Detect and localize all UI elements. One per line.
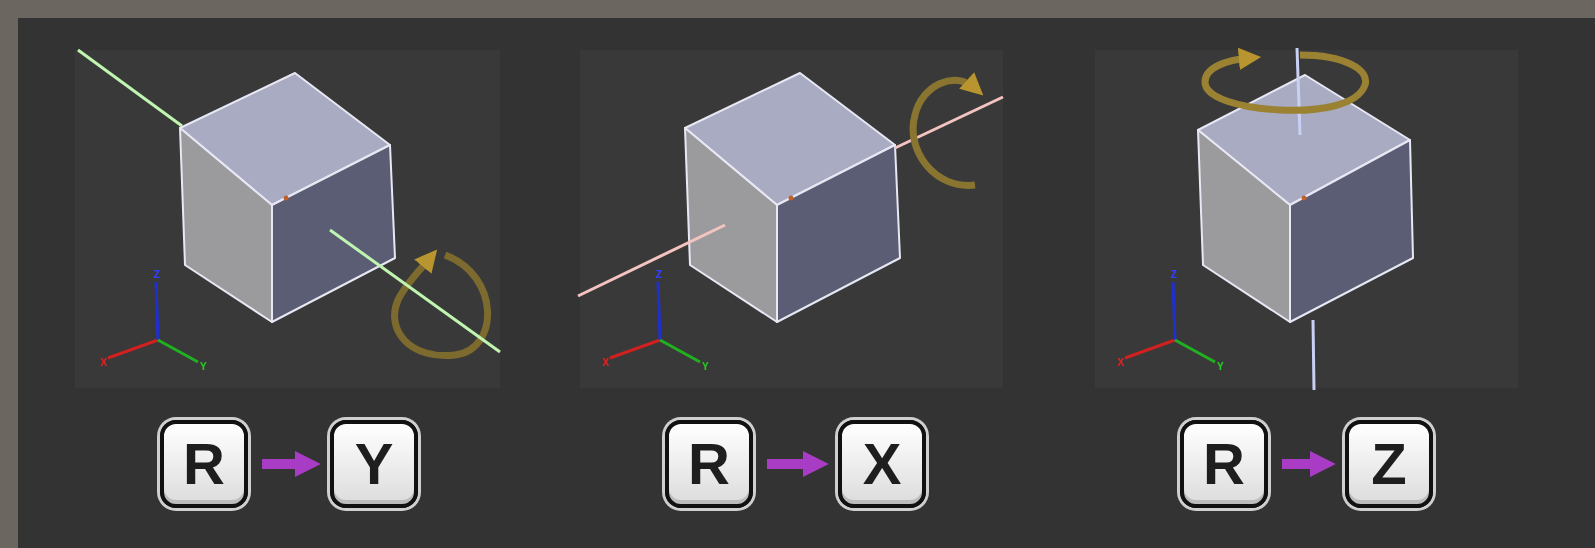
axis-letter: Y bbox=[702, 362, 709, 372]
viewport bbox=[75, 50, 500, 388]
key-cap: X bbox=[838, 420, 926, 508]
axis-gizmo bbox=[108, 282, 198, 362]
cube bbox=[685, 73, 900, 322]
key-letter: X bbox=[863, 435, 902, 493]
sequence-arrow bbox=[1282, 459, 1315, 469]
key-cap: R bbox=[1180, 420, 1268, 508]
sequence-arrow bbox=[767, 459, 808, 469]
origin-dot bbox=[789, 196, 794, 201]
key-letter: R bbox=[1203, 435, 1245, 493]
z-axis-line bbox=[1313, 320, 1314, 390]
rotation-arrow bbox=[913, 80, 975, 185]
key-letter: R bbox=[183, 435, 225, 493]
axis-letter: Z bbox=[154, 270, 160, 280]
key-letter: Y bbox=[355, 435, 394, 493]
axis-letter: X bbox=[602, 358, 609, 368]
rotation-arrow bbox=[395, 255, 488, 356]
axis-letter: Z bbox=[656, 270, 662, 280]
viewport bbox=[1095, 50, 1518, 388]
axis-letter: Y bbox=[200, 362, 207, 372]
axis-letter: X bbox=[1117, 358, 1124, 368]
viewport bbox=[580, 50, 1003, 388]
axis-letter: Y bbox=[1217, 362, 1224, 372]
z-axis-line bbox=[1297, 48, 1300, 135]
sequence-arrow bbox=[262, 459, 300, 469]
axis-gizmo bbox=[610, 282, 700, 362]
key-cap: R bbox=[160, 420, 248, 508]
cube bbox=[180, 73, 395, 322]
y-axis-line bbox=[78, 50, 182, 126]
axis-letter: X bbox=[100, 358, 107, 368]
axis-letter: Z bbox=[1171, 270, 1177, 280]
key-letter: R bbox=[688, 435, 730, 493]
x-axis-line bbox=[578, 225, 725, 296]
key-cap: Z bbox=[1345, 420, 1433, 508]
key-cap: Y bbox=[330, 420, 418, 508]
main-panel bbox=[18, 18, 1595, 548]
key-letter: Z bbox=[1371, 435, 1406, 493]
rotation-arrow bbox=[1205, 55, 1366, 110]
y-axis-line bbox=[330, 230, 500, 352]
key-cap: R bbox=[665, 420, 753, 508]
origin-dot bbox=[1302, 196, 1307, 201]
origin-dot bbox=[284, 196, 289, 201]
axis-gizmo bbox=[1125, 282, 1215, 362]
